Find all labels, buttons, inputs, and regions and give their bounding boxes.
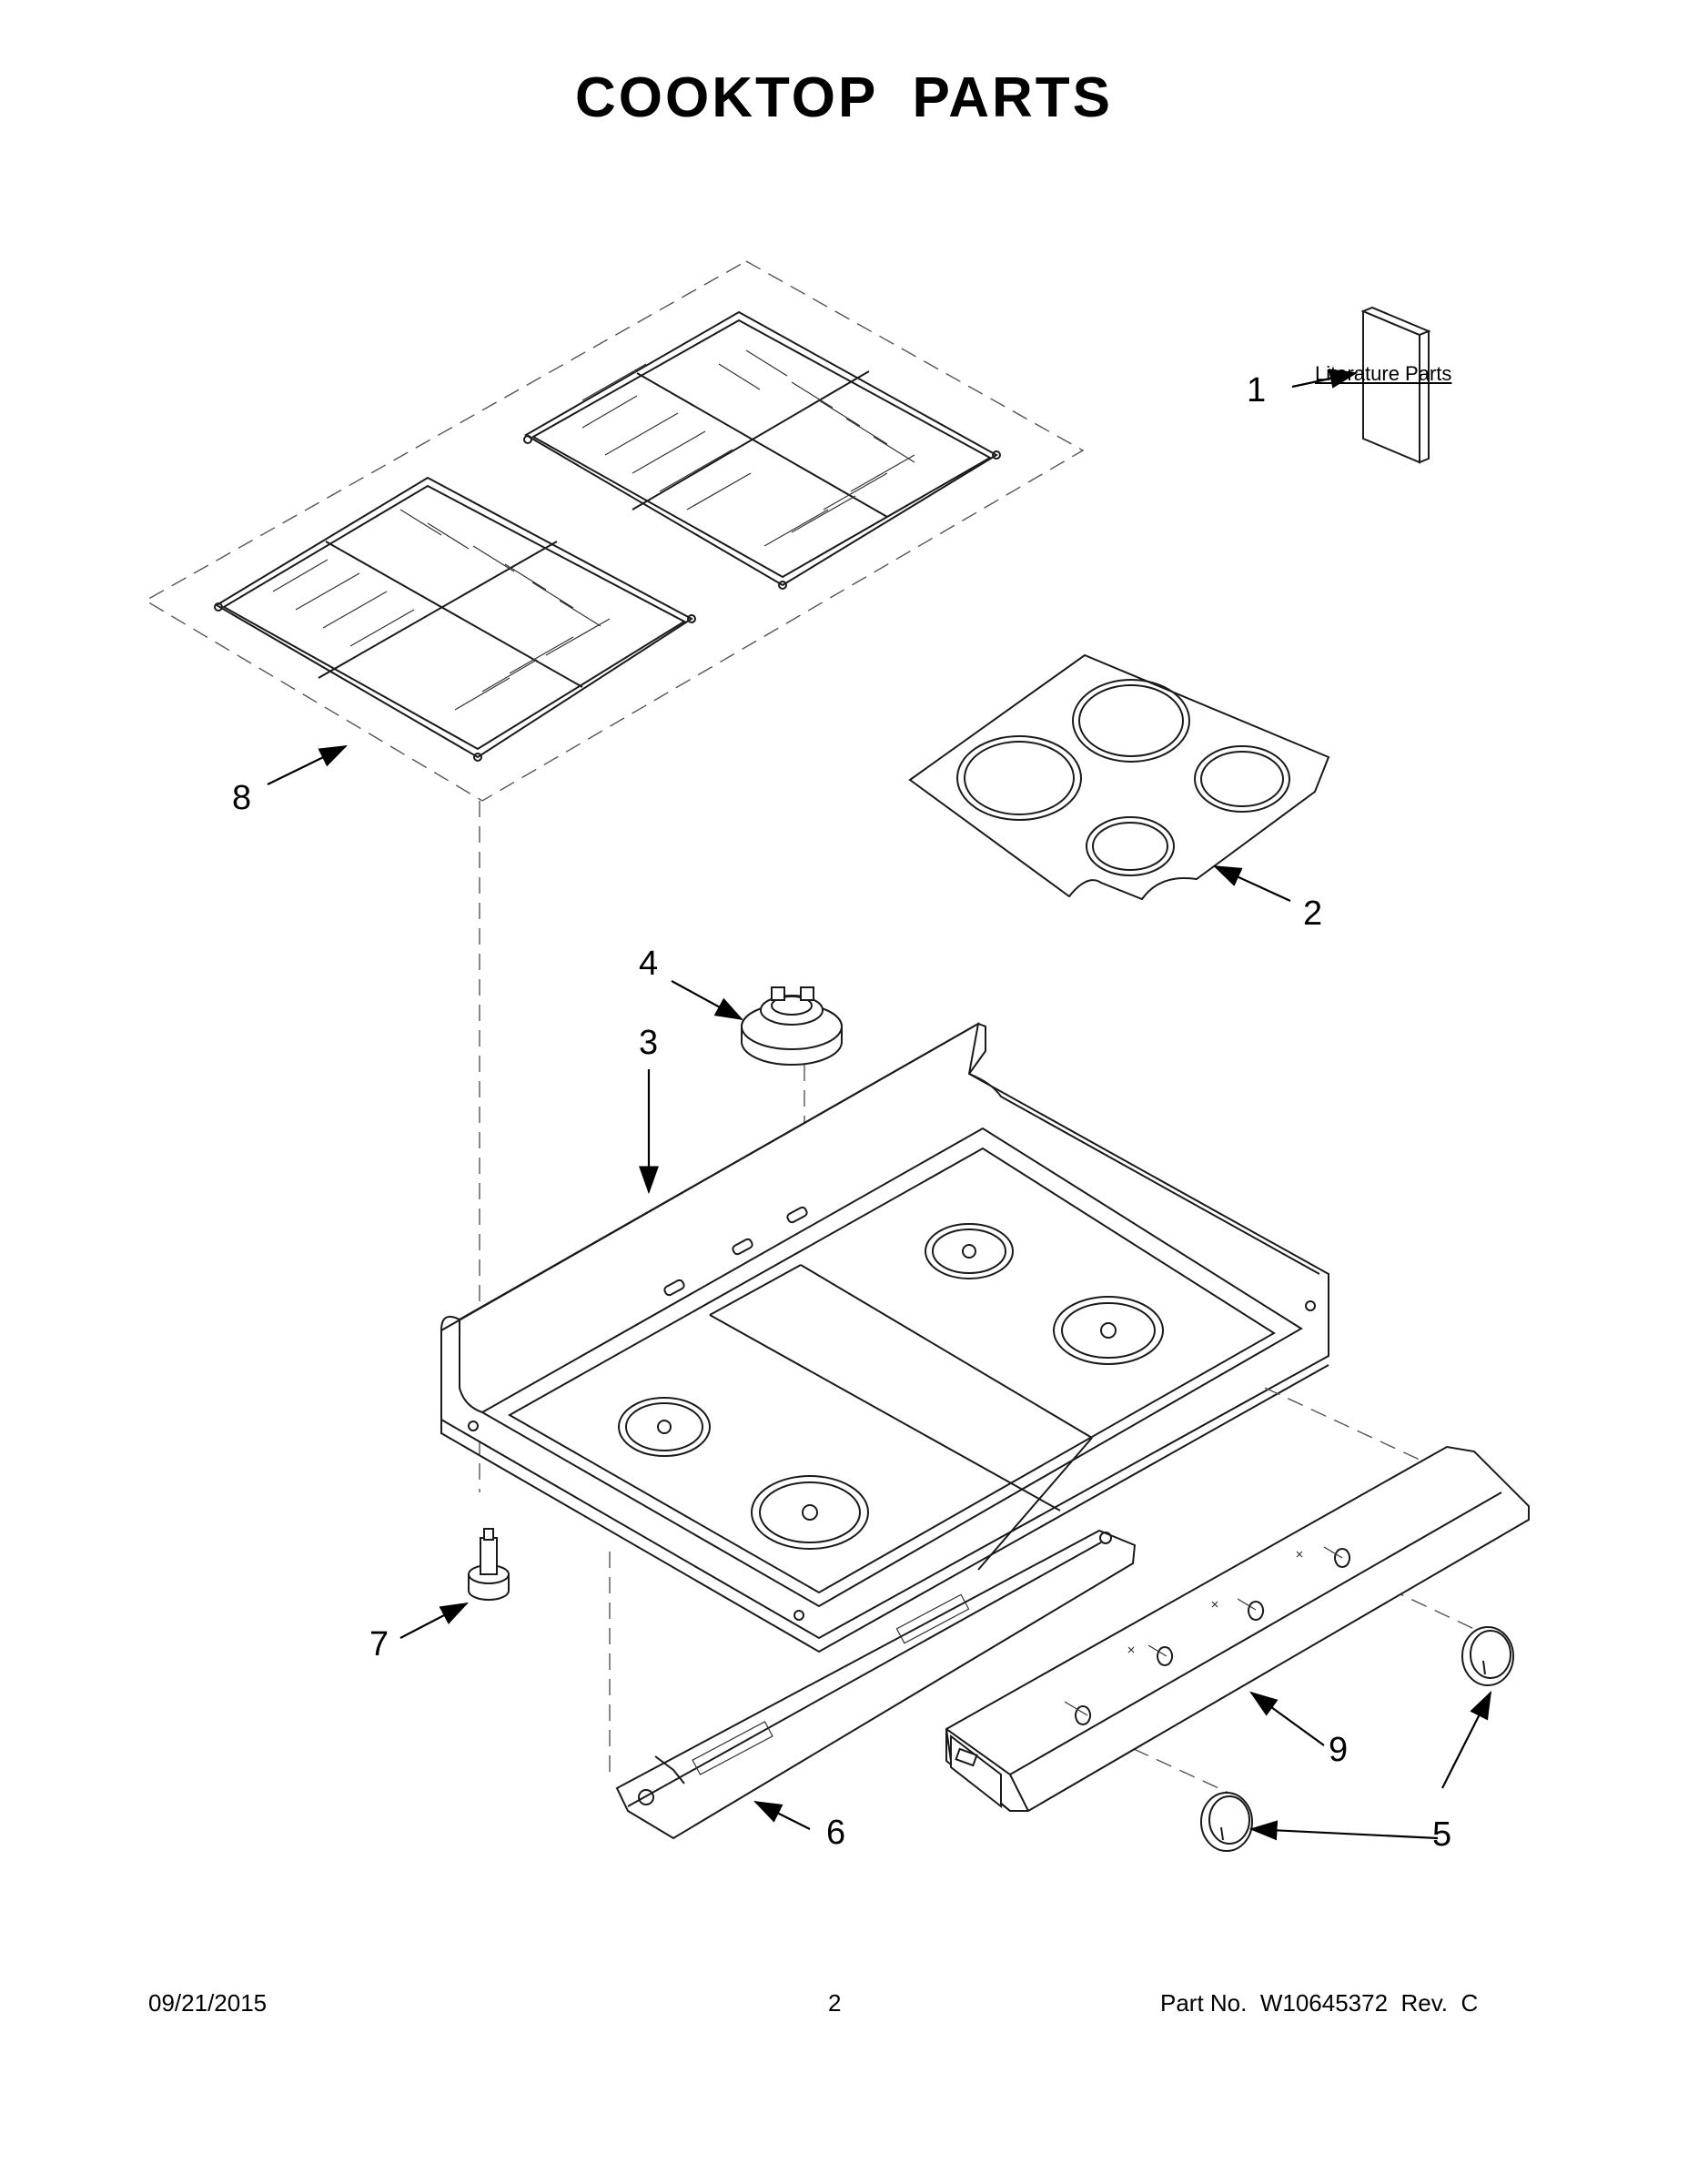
- callout-6: 6: [826, 1814, 846, 1852]
- callout-4: 4: [639, 945, 659, 983]
- footer-page-number: 2: [828, 1989, 842, 2017]
- callout-1: 1: [1247, 371, 1267, 410]
- callout-arrows: [267, 369, 1491, 1841]
- manifold-bracket: [615, 1529, 1137, 1840]
- page-title: COOKTOP PARTS: [575, 66, 1113, 129]
- grate-rear: [523, 310, 1001, 590]
- control-panel: [945, 1445, 1530, 1812]
- callout-5: 5: [1432, 1815, 1452, 1854]
- callout-3: 3: [639, 1024, 659, 1062]
- knob-left: [1200, 1792, 1253, 1852]
- footer-date: 09/21/2015: [148, 1989, 268, 2017]
- burner-base: [741, 986, 843, 1492]
- callout-7: 7: [369, 1625, 389, 1663]
- callout-8: 8: [232, 779, 252, 817]
- literature-booklet: [1360, 306, 1431, 464]
- grate-front: [214, 476, 696, 762]
- cooktop-glass: [908, 653, 1330, 901]
- cooktop-main: [440, 1022, 1329, 1653]
- knob-right: [1461, 1626, 1514, 1686]
- callout-2: 2: [1303, 895, 1323, 933]
- footer-part-number: Part No. W10645372 Rev. C: [1160, 1989, 1479, 2017]
- callout-9: 9: [1329, 1731, 1349, 1769]
- literature-parts-label: Literature Parts: [1315, 362, 1452, 385]
- valve-stem-knob-adapter: [468, 1528, 510, 1601]
